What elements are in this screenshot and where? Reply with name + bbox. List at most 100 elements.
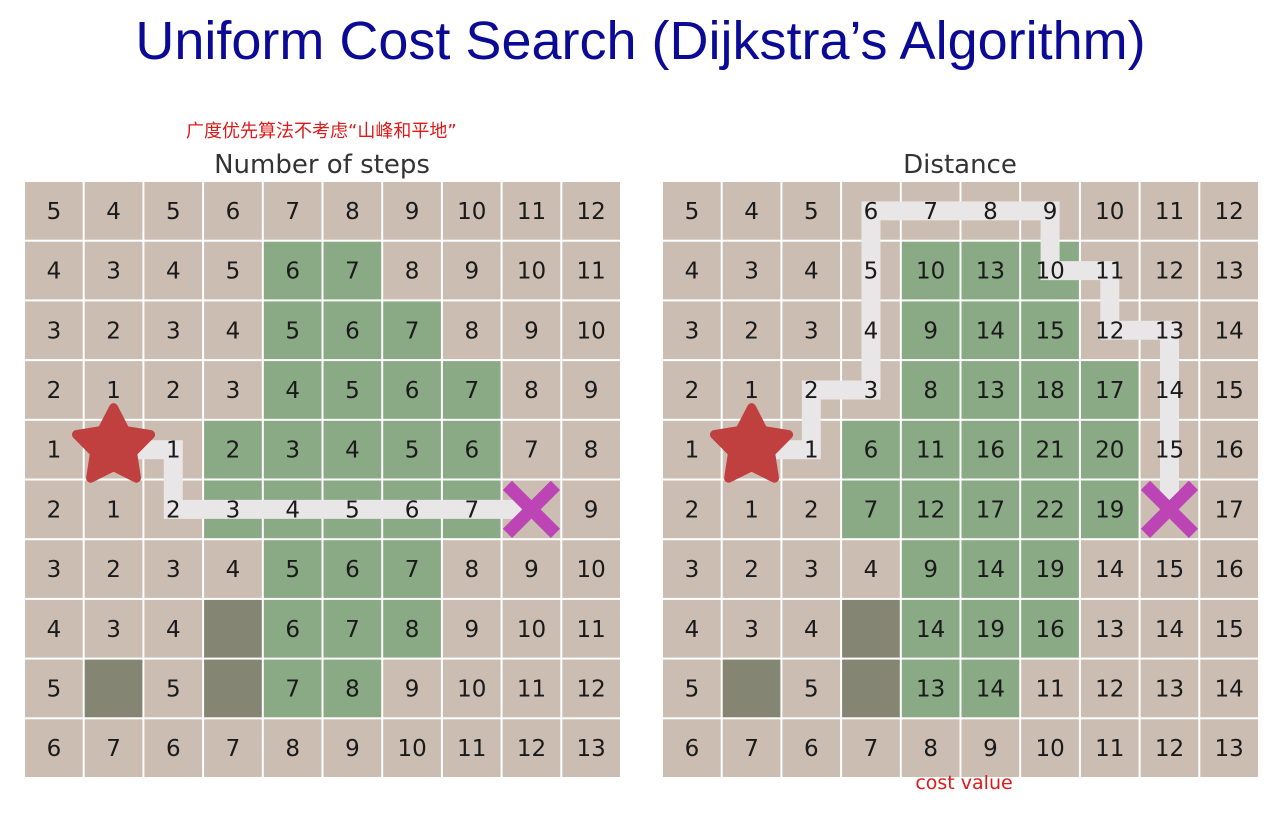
mountain-cell [383,599,441,658]
cell-value: 14 [916,617,945,643]
mountain-cell [901,659,960,718]
cell-value: 12 [1214,199,1243,225]
cell-value: 9 [584,497,599,523]
cell-value: 2 [106,557,121,583]
cell-value: 6 [804,736,819,762]
grid-cell [442,301,501,360]
cell-value: 8 [584,438,599,464]
grid-cell [782,599,841,658]
distance-path [751,201,1179,510]
cell-value: 10 [576,557,605,583]
mountain-cell [263,361,322,419]
grid-cell [1200,480,1258,539]
mountain-cell [323,241,382,300]
mountain-cell [204,420,262,479]
cell-value: 14 [976,318,1005,344]
cell-value: 8 [983,199,998,225]
cell-value: 10 [517,617,546,643]
cell-value: 2 [685,497,700,523]
wall-cell [204,659,262,718]
cell-value: 10 [916,259,945,285]
cell-value: 9 [923,318,938,344]
cell-value: 1 [166,438,181,464]
cell-value: 5 [285,557,300,583]
cell-value: 14 [976,557,1005,583]
cell-value: 7 [524,438,539,464]
cell-value: 9 [405,199,420,225]
cell-value: 10 [576,318,605,344]
cell-value: 21 [1035,438,1064,464]
grid-cell [1080,719,1139,777]
cell-value: 9 [923,557,938,583]
grid-cell [442,182,501,240]
cell-value: 3 [804,318,819,344]
cell-value: 5 [345,378,360,404]
mountain-cell [901,420,960,479]
cell-value: 6 [405,378,420,404]
cell-value: 5 [285,318,300,344]
cell-value: 2 [744,318,759,344]
grid-cell [663,241,721,300]
grid-cell [782,480,841,539]
grid-cell [782,719,841,777]
grid-cell [722,301,781,360]
cell-value: 7 [285,677,300,703]
grid-cell [1200,182,1258,240]
cell-value: 9 [464,259,479,285]
grid-cell [1080,659,1139,718]
cell-value: 10 [397,736,426,762]
grid-cell [1080,540,1139,598]
grid-cell [502,420,561,479]
grid-cell [502,599,561,658]
grid-cell [84,599,143,658]
cell-value: 8 [285,736,300,762]
cell-value: 1 [744,378,759,404]
cell-value: 9 [345,736,360,762]
mountain-cell [901,599,960,658]
mountain-cell [1021,599,1079,658]
cell-value: 2 [804,378,819,404]
grid-cell [25,420,83,479]
grid-cell [144,241,203,300]
grid-cell [502,301,561,360]
cell-value: 19 [1035,557,1064,583]
grid-cell [1021,659,1079,718]
cell-value: 3 [685,557,700,583]
cell-value: 5 [685,199,700,225]
cell-value: 3 [166,318,181,344]
grid-cell [663,182,721,240]
cell-value: 1 [804,438,819,464]
cell-value: 5 [47,677,62,703]
wall-cell [722,659,781,718]
cell-value: 3 [47,318,62,344]
mountain-cell [961,361,1020,419]
cell-value: 13 [916,677,945,703]
cell-value: 2 [166,497,181,523]
grid-cell [502,540,561,598]
grid-cell [722,719,781,777]
grid-cell [263,719,322,777]
cell-value: 3 [685,318,700,344]
cell-value: 5 [226,259,241,285]
grid-cell [562,599,620,658]
cell-value: 1 [685,438,700,464]
cell-value: 7 [923,199,938,225]
grid-cell [782,182,841,240]
grid-cell [562,540,620,598]
cell-value: 7 [864,497,879,523]
cell-value: 4 [285,378,300,404]
grid-cell [204,719,262,777]
cell-value: 13 [576,736,605,762]
cell-value: 4 [226,318,241,344]
distance-cells [663,182,1258,777]
mountain-cell [263,599,322,658]
grid-cell [901,719,960,777]
cell-value: 7 [106,736,121,762]
cell-value: 7 [405,557,420,583]
cell-value: 16 [1214,438,1243,464]
mountain-cell [383,420,441,479]
cell-value: 3 [226,378,241,404]
grid-cell [84,540,143,598]
